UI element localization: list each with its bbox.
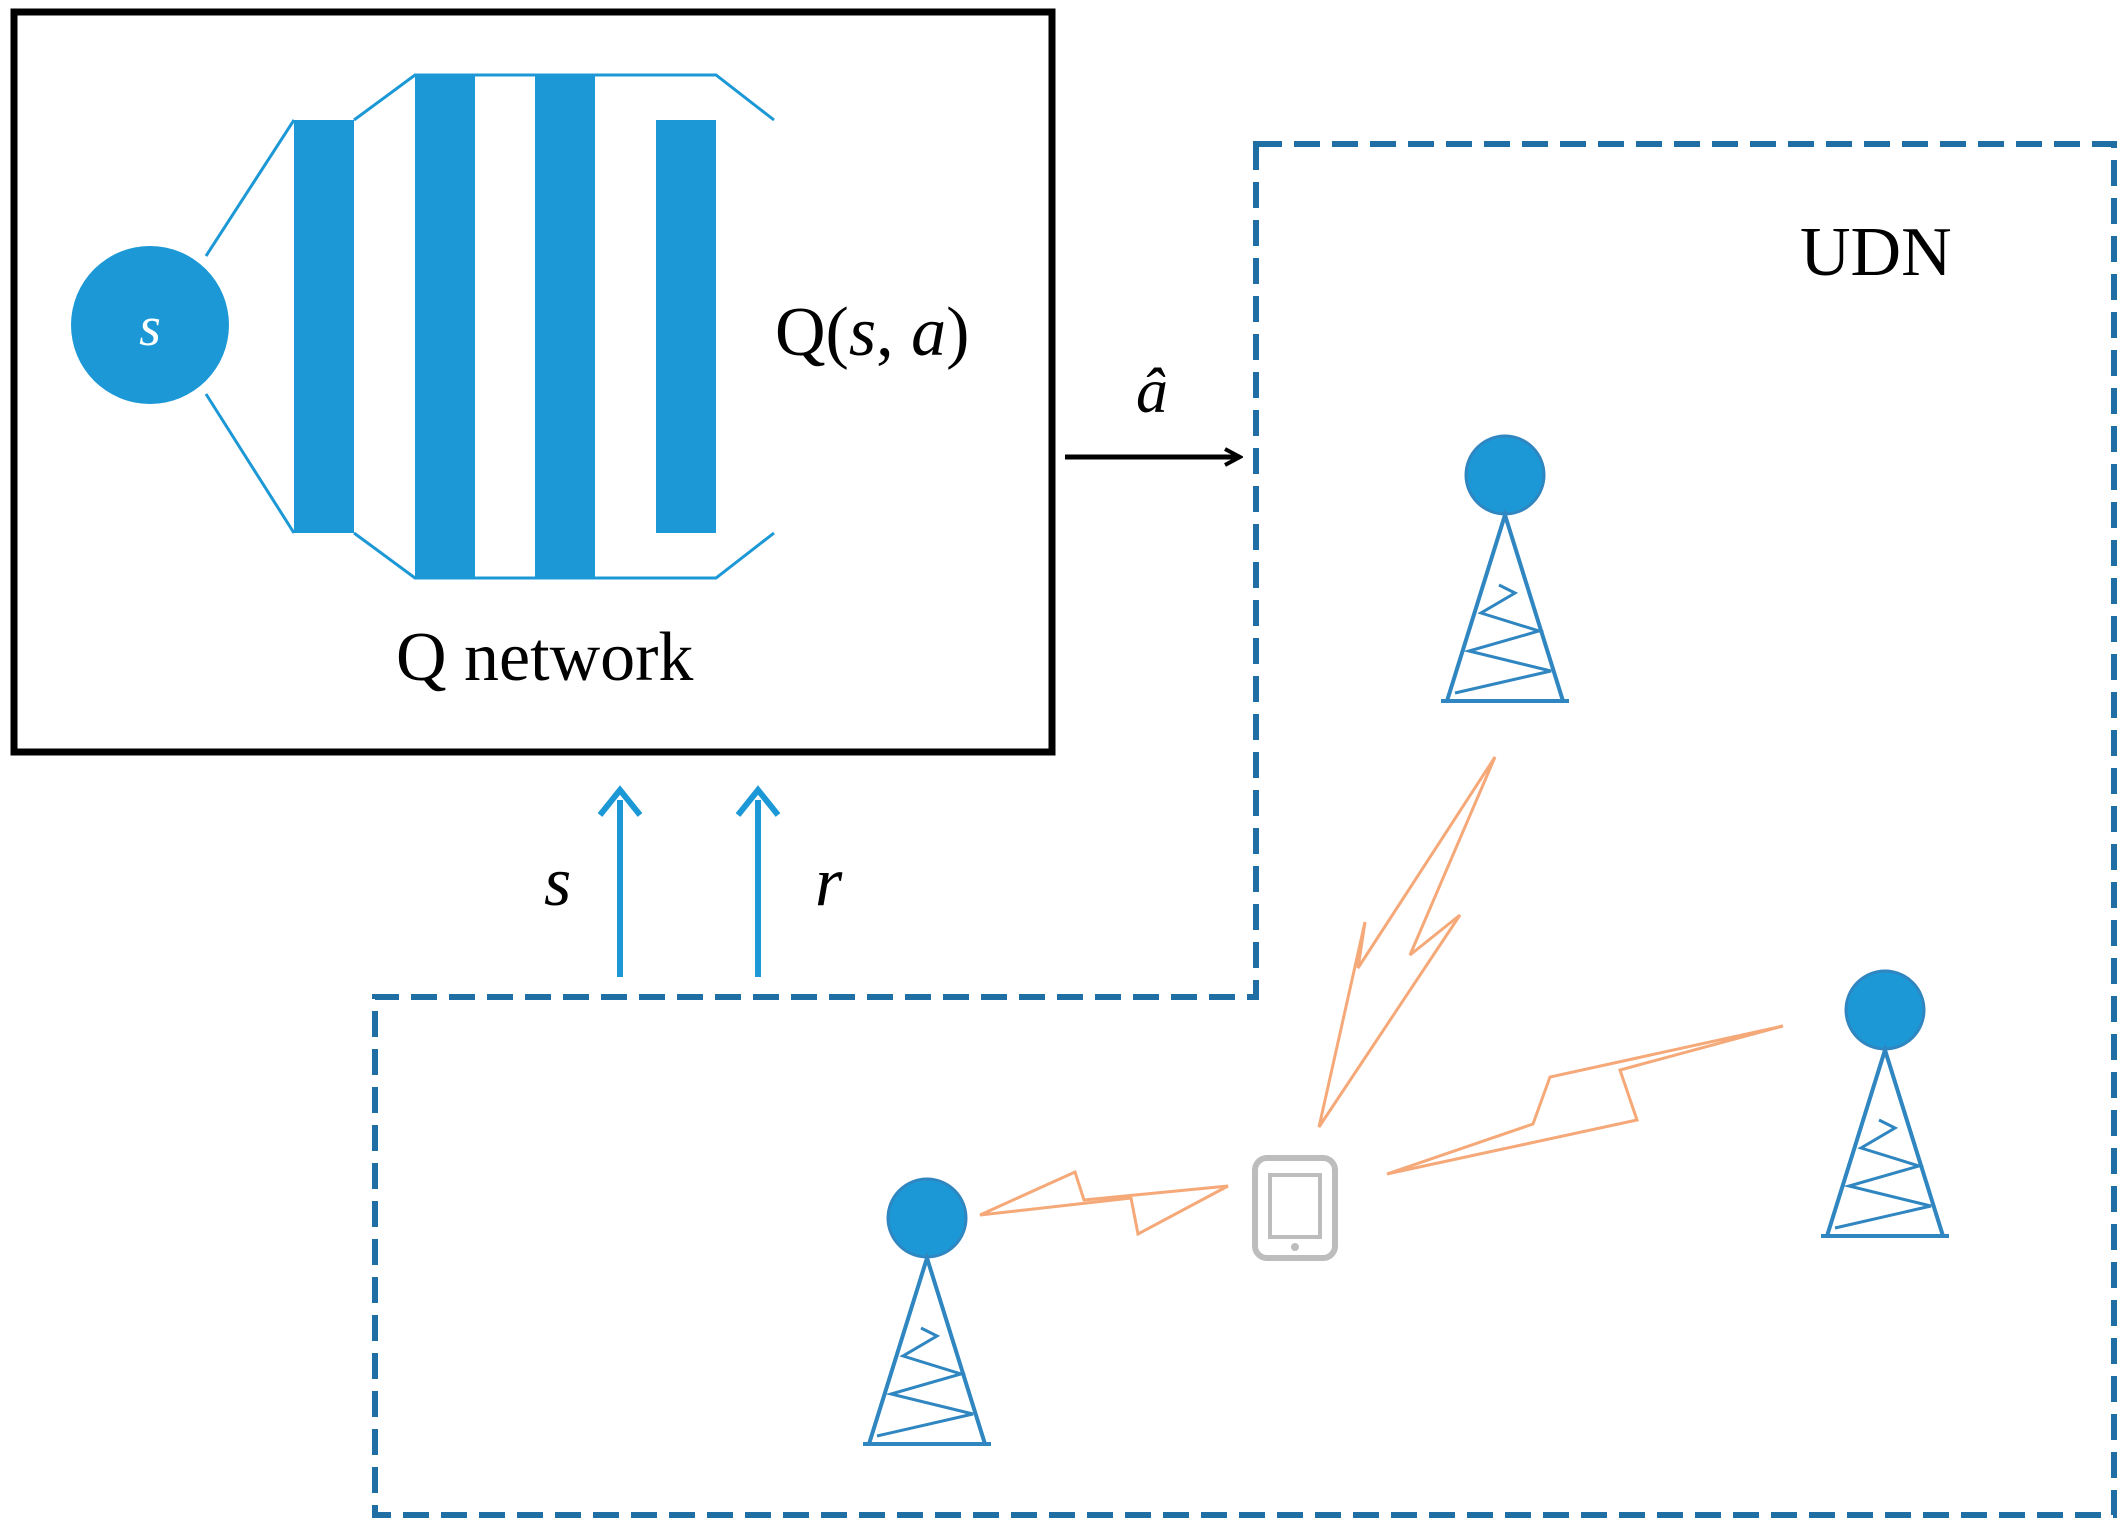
network-layer-1	[294, 120, 354, 533]
signal-bolt-top-tower	[1317, 756, 1497, 1128]
q-network-title: Q network	[396, 619, 693, 696]
tablet-icon	[1252, 1155, 1338, 1261]
signal-bolt-left-tower	[979, 1169, 1229, 1237]
action-label: â	[1136, 355, 1168, 426]
network-layer-4	[656, 120, 716, 533]
reward-feedback-arrow	[735, 785, 781, 977]
network-layer-2	[415, 75, 475, 578]
lightning-signal-icon	[979, 756, 1784, 1237]
state-feedback-label: s	[544, 844, 571, 921]
network-layers	[294, 75, 716, 578]
q-value-label: Q(s, a)	[775, 294, 969, 371]
udn-boundary	[372, 141, 2117, 1518]
input-state-node	[71, 246, 229, 404]
reward-feedback-label: r	[815, 844, 843, 921]
state-feedback-arrow	[597, 785, 643, 977]
udn-label: UDN	[1800, 214, 1952, 291]
cell-tower-icon	[1439, 434, 1571, 703]
signal-bolt-right-tower	[1386, 1024, 1784, 1176]
cell-tower-icon	[1819, 969, 1951, 1238]
cell-tower-icon	[861, 1177, 993, 1446]
input-node-label: s	[139, 296, 161, 358]
network-layer-3	[535, 75, 595, 578]
